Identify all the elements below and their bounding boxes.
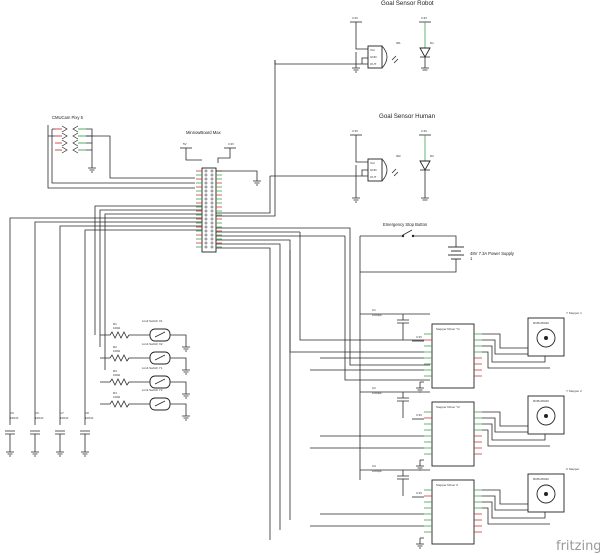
- cap-c7-name: C7: [60, 411, 64, 415]
- limit-switch-1-label: Limit Switch X1: [142, 319, 163, 323]
- human-diode-label: D2: [430, 154, 434, 158]
- resistor-3-value: 100Ω: [113, 373, 121, 377]
- camera-label: CMUCam Pixy 5: [52, 115, 84, 120]
- power-supply-sub: 1: [470, 256, 473, 261]
- power-section: Emergency Stop Button 48V 7.3A Power Sup…: [344, 222, 515, 480]
- cap-c5-value: 100nF: [10, 416, 19, 420]
- resistor-4-value: 100Ω: [113, 395, 121, 399]
- estop-switch: [402, 229, 413, 236]
- stepper-driver-1-vcc: 3.3V: [416, 335, 422, 339]
- ir-sensor-human: [367, 158, 383, 182]
- stepper-driver-3-label: Stepper Driver X: [436, 483, 458, 487]
- ir-sensor-robot: [367, 45, 383, 69]
- cap-c8-value: 100nF: [85, 416, 94, 420]
- estop-label: Emergency Stop Button: [383, 222, 428, 227]
- minnowboard-max: MinnowBoard Max 5V 3.3V: [9, 60, 351, 540]
- limit-switch-3-label: Limit Switch Y1: [142, 366, 163, 370]
- goal-sensor-human-title: Goal Sensor Human: [379, 113, 436, 120]
- human-vcc-label: 3.3V: [352, 129, 358, 133]
- resistor-1-value: 100Ω: [113, 326, 121, 330]
- resistor-2-name: R2: [113, 345, 117, 349]
- cap-c5-name: C5: [10, 411, 14, 415]
- robot-pin-gnd: GND: [370, 55, 378, 59]
- resistor-1: [100, 331, 150, 339]
- goal-sensor-robot: Goal Sensor Robot 3.3V 3.3V Vcc GND OUT …: [274, 0, 434, 73]
- board-label: MinnowBoard Max: [186, 130, 222, 135]
- stepper-driver-1-label: Stepper Driver Y1: [436, 327, 460, 331]
- goal-sensor-human: Goal Sensor Human 3.3V 3.3V Vcc GND OUT …: [270, 113, 436, 203]
- resistor-3-name: R3: [113, 369, 117, 373]
- stepper-3-label: X Stepper: [566, 467, 579, 471]
- robot-ic-label: IR1: [396, 41, 401, 45]
- robot-diode-label: D1: [430, 41, 434, 45]
- cap-driver-3-name: C3: [372, 464, 376, 468]
- robot-pin-out: OUT: [370, 62, 377, 66]
- limit-switch-4-label: Limit Switch Y2: [142, 388, 163, 392]
- cap-driver-1: [397, 314, 409, 340]
- robot-vcc-label: 3.3V: [352, 16, 358, 20]
- resistor-4: [100, 400, 150, 408]
- cap-driver-2-name: C2: [372, 386, 376, 390]
- stepper-motor-1-label: ROB-08420: [533, 321, 549, 325]
- stepper-driver-3: [431, 479, 475, 545]
- cap-c5: [5, 430, 15, 452]
- cap-c6: [30, 430, 40, 452]
- cmucam-pixy: CMUCam Pixy 5: [47, 115, 195, 189]
- board-3v3-label: 3.3V: [228, 142, 234, 146]
- fritzing-brand: fritzing: [556, 539, 600, 554]
- stepper-2-label: Y Stepper 2: [566, 389, 582, 393]
- cap-driver-3: [397, 470, 409, 496]
- resistor-2: [100, 354, 150, 362]
- stepper-driver-2-label: Stepper Driver Y2: [436, 405, 460, 409]
- cap-driver-2: [397, 392, 409, 418]
- resistor-1-name: R1: [113, 322, 117, 326]
- limit-switch-1: [149, 328, 171, 342]
- resistor-2-value: 100Ω: [113, 349, 121, 353]
- human-pin-gnd: GND: [370, 168, 378, 172]
- resistor-4-name: R4: [113, 391, 117, 395]
- led-diode-human: [419, 160, 431, 171]
- power-supply-battery: [448, 246, 464, 260]
- stepper-driver-1: [431, 323, 475, 389]
- cap-c7-value: 100nF: [60, 416, 69, 420]
- stepper-1-label: Y Stepper 1: [566, 311, 582, 315]
- stepper-driver-3-vcc: 3.3V: [416, 491, 422, 495]
- stepper-driver-2: [431, 401, 475, 467]
- stepper-driver-2-vcc: 3.3V: [416, 413, 422, 417]
- limit-switch-4: [149, 397, 171, 411]
- cap-c6-name: C6: [35, 411, 39, 415]
- limit-switch-3: [149, 375, 171, 389]
- resistor-3: [100, 378, 150, 386]
- robot-diode-vcc-label: 3.3V: [421, 16, 427, 20]
- cap-driver-3-value: 1000µF: [372, 469, 382, 473]
- cap-driver-2-value: 1000µF: [372, 391, 382, 395]
- board-5v-label: 5V: [183, 142, 187, 146]
- cap-driver-1-value: 1000µF: [372, 313, 382, 317]
- human-pin-vcc: Vcc: [370, 161, 376, 165]
- cap-c8: [80, 430, 90, 452]
- limit-switch-2-label: Limit Switch X2: [142, 342, 163, 346]
- led-diode-robot: [419, 47, 431, 58]
- power-supply-label: 48V 7.3A Power Supply: [470, 251, 515, 256]
- goal-sensor-robot-title: Goal Sensor Robot: [381, 0, 434, 7]
- cap-driver-1-name: C1: [372, 308, 376, 312]
- stepper-motor-2-label: ROB-08420: [533, 399, 549, 403]
- cap-c6-value: 100nF: [35, 416, 44, 420]
- board-header: [201, 167, 217, 253]
- stepper-motor-3-label: ROB-08420: [533, 477, 549, 481]
- human-pin-out: OUT: [370, 175, 377, 179]
- human-ic-label: IR2: [396, 154, 401, 158]
- limit-switch-2: [149, 351, 171, 365]
- cap-c8-name: C8: [85, 411, 89, 415]
- human-diode-vcc-label: 3.3V: [421, 129, 427, 133]
- robot-pin-vcc: Vcc: [370, 48, 376, 52]
- cap-c7: [55, 430, 65, 452]
